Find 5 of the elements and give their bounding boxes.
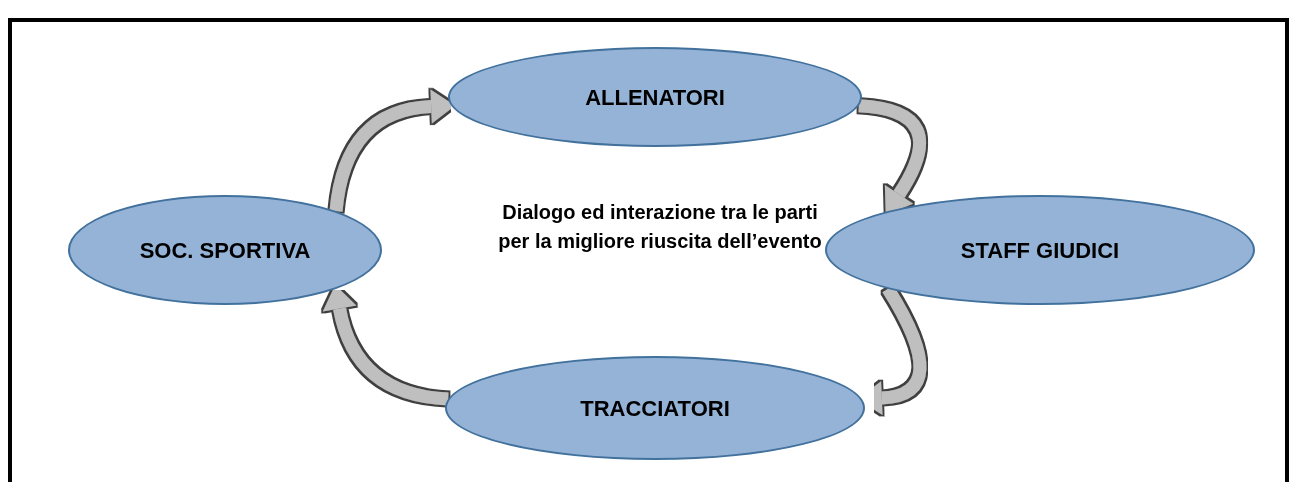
center-text: Dialogo ed interazione tra le parti per la migliore riuscita dell’evento bbox=[497, 200, 823, 254]
node-label: SOC. SPORTIVA bbox=[139, 236, 311, 265]
node-label: ALLENATORI bbox=[585, 83, 725, 112]
node-label: TRACCIATORI bbox=[580, 394, 730, 423]
node-label: STAFF GIUDICI bbox=[960, 236, 1120, 265]
